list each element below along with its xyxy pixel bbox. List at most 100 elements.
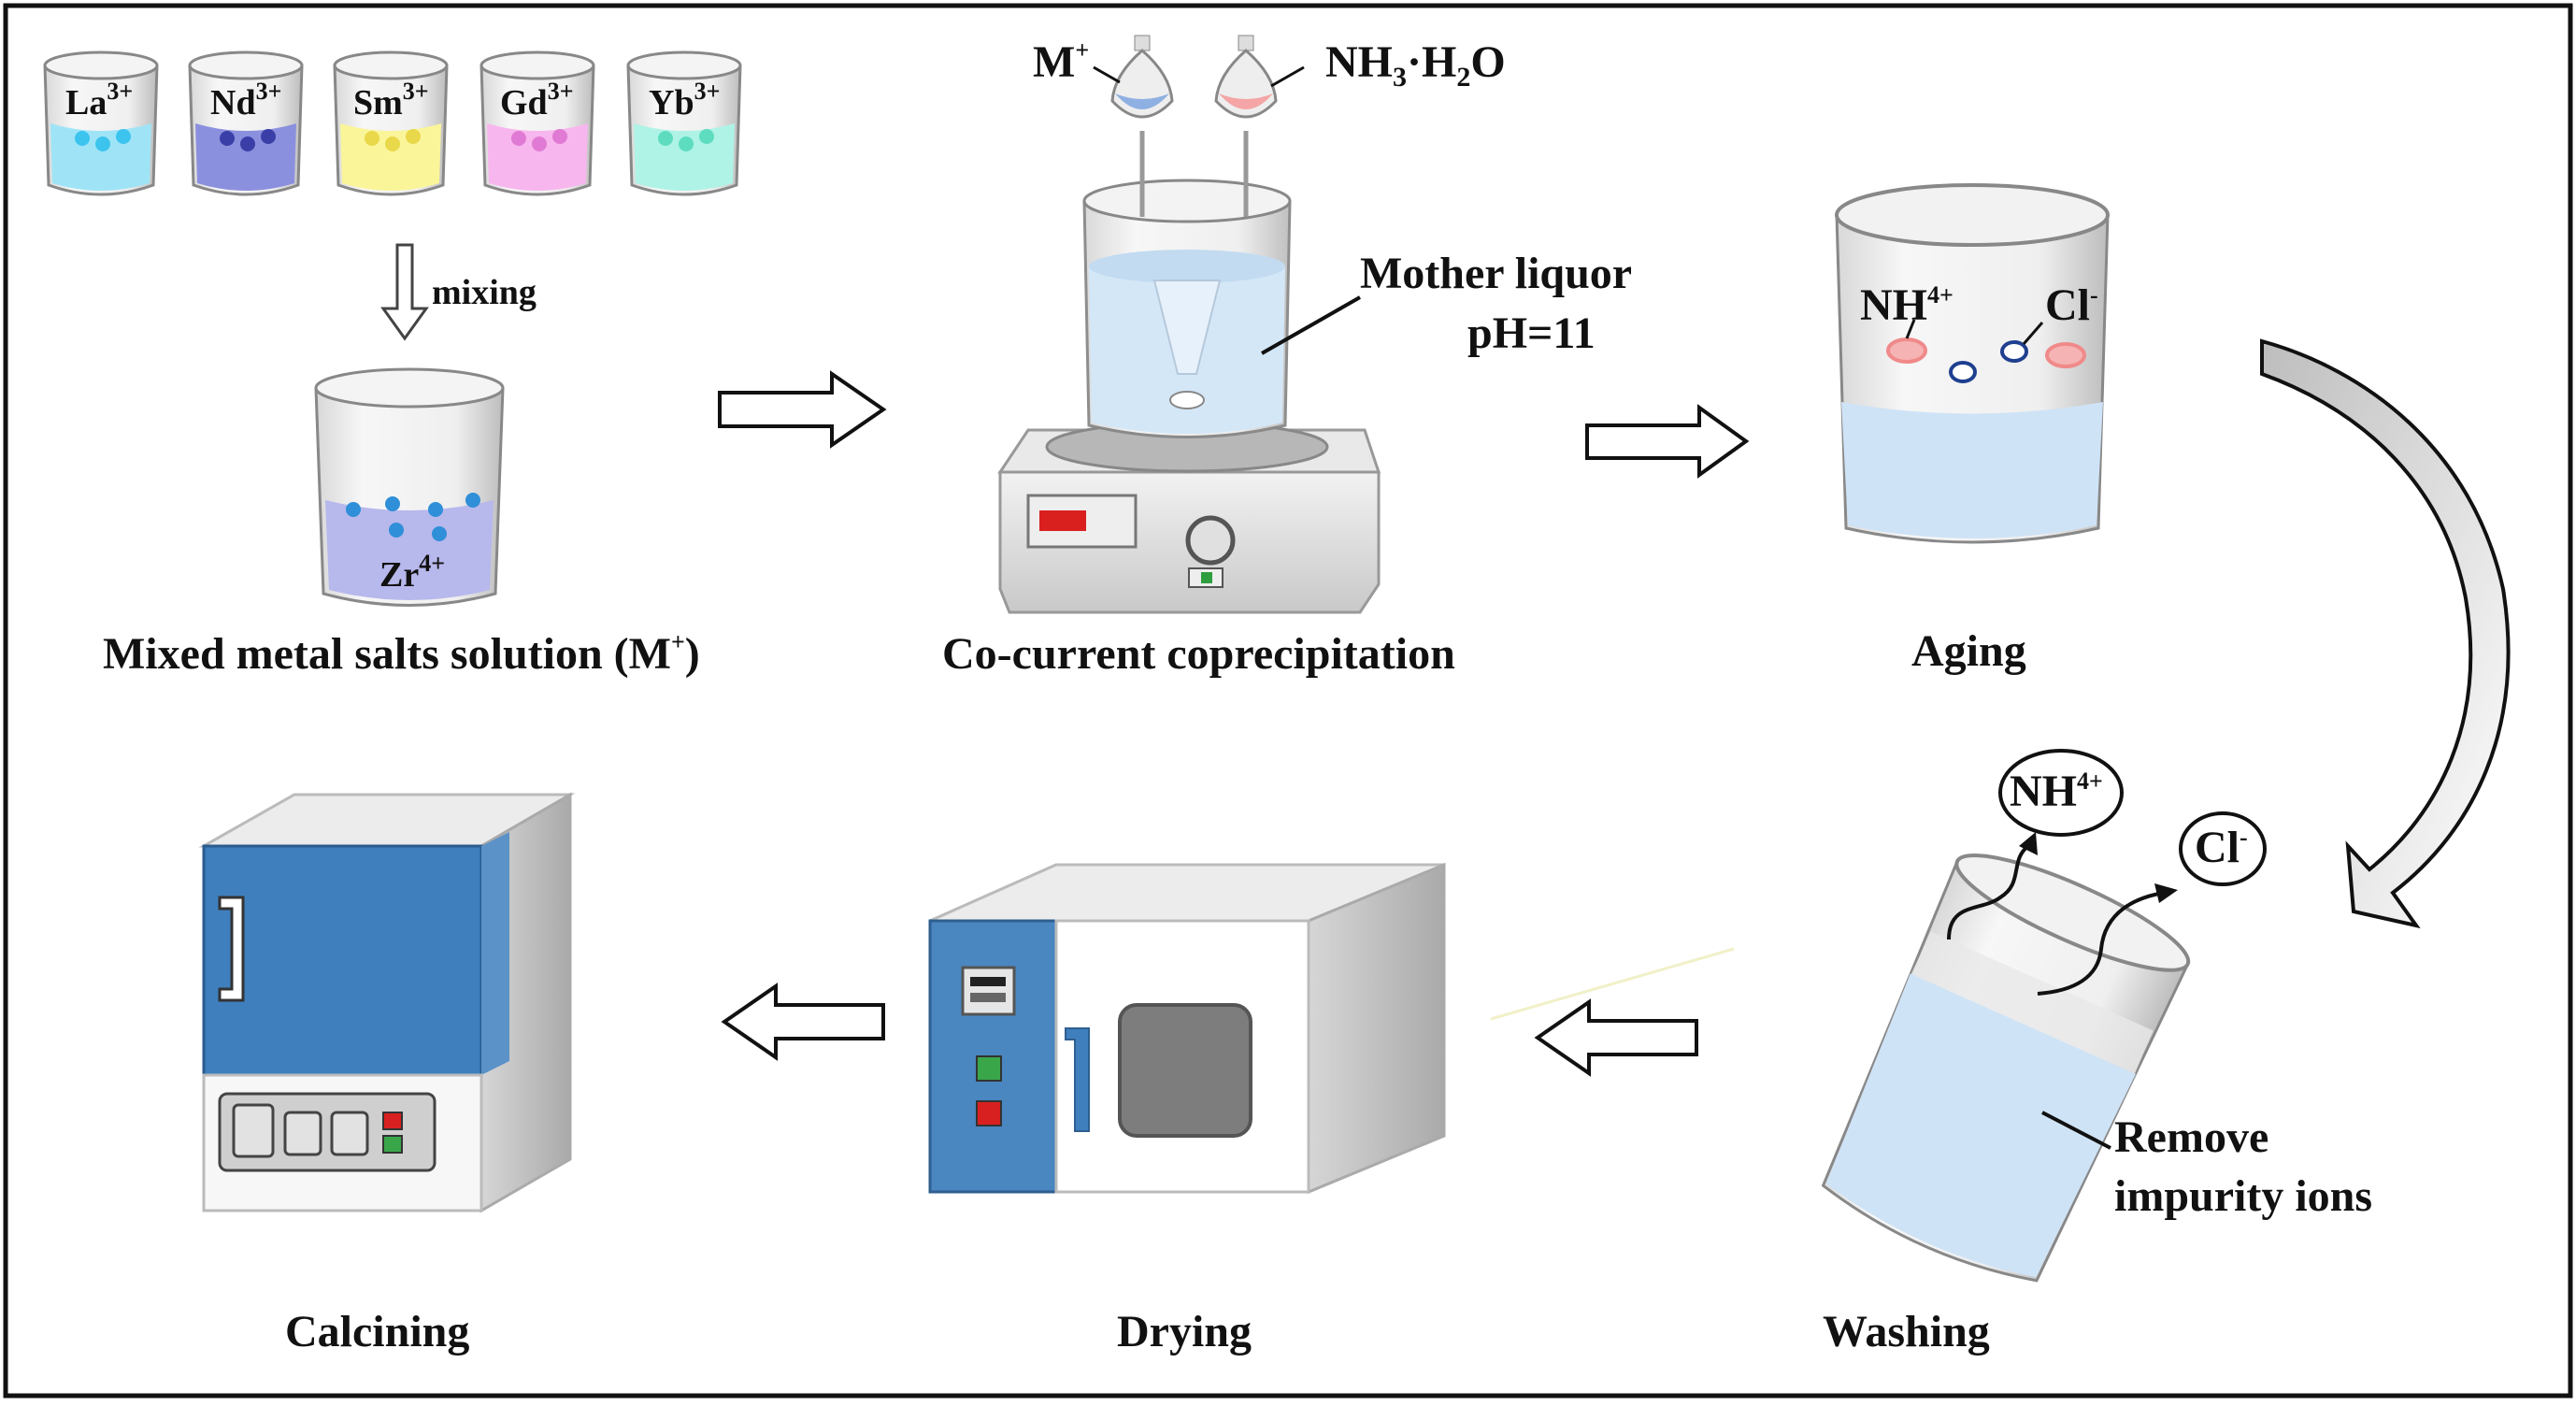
anion-ring: [2000, 340, 2028, 363]
ion-dot: [385, 136, 400, 151]
ion-dot: [532, 136, 547, 151]
furnace-red-button: [382, 1112, 403, 1130]
ion-beakers: La3+ Nd3+ Sm3+ Gd3+: [43, 50, 742, 196]
oven-handle: [1065, 1027, 1090, 1132]
funnel-nh3-label: NH3·H2O: [1325, 37, 1506, 93]
anion-ring: [1949, 361, 1977, 383]
mixing-label: mixing: [432, 273, 537, 312]
caption-coprecipitation: Co-current coprecipitation: [942, 629, 1455, 679]
arrow-to-coprecipitation: [718, 370, 887, 449]
beaker-sm: Sm3+: [333, 50, 449, 196]
washing-cation-label: NH4+: [2010, 767, 2103, 816]
ion-dot: [240, 136, 255, 151]
ion-dot: [658, 131, 673, 146]
mixed-charge: 4+: [419, 550, 445, 577]
solution-nd: [195, 123, 296, 191]
ion-dot: [95, 136, 110, 151]
beaker-sm-charge: 3+: [403, 78, 429, 105]
arrow-to-drying: [1534, 998, 1698, 1077]
ion-dot: [679, 136, 694, 151]
caption-aging: Aging: [1911, 626, 2026, 676]
washing-solution: [1825, 973, 2136, 1278]
beaker-la-ion: La: [65, 83, 107, 122]
stirrer-knob: [1185, 515, 1236, 566]
beaker-yb: Yb3+: [626, 50, 742, 196]
furnace-handle: [218, 896, 245, 1002]
washing-anion-label: Cl-: [2195, 823, 2248, 872]
release-arrow-anion: [2037, 891, 2165, 996]
coprecipitation-apparatus: [997, 35, 1381, 614]
aging-beaker: [1835, 183, 2110, 544]
beaker-gd-ion: Gd: [500, 83, 548, 122]
beaker-nd-charge: 3+: [256, 78, 282, 105]
beaker-la-charge: 3+: [107, 78, 133, 105]
funnel-nh3: [1214, 35, 1278, 217]
solution-gd: [487, 123, 588, 191]
oven-red-button: [976, 1100, 1002, 1126]
ion-dot: [385, 496, 400, 511]
oven-window: [1118, 1003, 1252, 1138]
beaker-nd-ion: Nd: [210, 83, 256, 122]
oven-display: [961, 966, 1016, 1016]
svg-text:Yb3+: Yb3+: [649, 78, 720, 122]
beaker-yb-ion: Yb: [649, 83, 694, 122]
calcining-furnace: [198, 792, 576, 1213]
mixed-solution: [325, 500, 494, 600]
furnace-door: [202, 844, 483, 1077]
aging-solution: [1841, 402, 2103, 538]
oven-green-button: [976, 1055, 1002, 1082]
funnel-m-label: M+: [1033, 36, 1089, 87]
beaker-nd: Nd3+: [188, 50, 304, 196]
caption-drying: Drying: [1117, 1307, 1252, 1356]
ion-dot: [432, 526, 447, 541]
mixed-ion: Zr: [379, 555, 419, 595]
release-arrow-cation: [1947, 844, 2030, 940]
svg-text:La3+: La3+: [65, 78, 133, 122]
funnel-m: [1110, 35, 1174, 217]
mother-liquor-label: Mother liquor: [1360, 249, 1632, 298]
ion-dot: [389, 523, 404, 538]
svg-text:Nd3+: Nd3+: [210, 78, 281, 122]
beaker-la: La3+: [43, 50, 159, 196]
ion-dot: [220, 131, 235, 146]
ion-dot: [116, 129, 131, 144]
arrow-to-aging: [1585, 404, 1750, 479]
beaker-yb-charge: 3+: [694, 78, 721, 105]
aging-anion-label: Cl-: [2045, 280, 2098, 330]
ph-label: pH=11: [1467, 308, 1596, 358]
ion-dot: [346, 502, 361, 517]
solution-yb: [634, 123, 735, 191]
svg-text:Sm3+: Sm3+: [353, 78, 429, 122]
ion-dot: [406, 129, 421, 144]
curved-arrow-to-washing: [2260, 338, 2511, 929]
remove-label-line1: Remove: [2114, 1112, 2268, 1162]
mixed-beaker: Zr4+: [314, 367, 505, 607]
ion-dot: [552, 129, 567, 144]
caption-mixed-solution: Mixed metal salts solution (M+): [103, 628, 700, 679]
beaker-gd-charge: 3+: [548, 78, 574, 105]
solution-sm: [340, 123, 441, 191]
mixing-arrow: mixing: [380, 243, 537, 341]
arrow-to-calcining: [721, 983, 885, 1061]
remove-label-line2: impurity ions: [2114, 1171, 2372, 1221]
svg-text:Zr4+: Zr4+: [379, 550, 445, 595]
ion-dot: [699, 129, 714, 144]
washing-anion-bubble: [2179, 811, 2267, 886]
caption-washing: Washing: [1823, 1307, 1990, 1356]
ion-dot: [428, 502, 443, 517]
aging-cation-label: NH4+: [1860, 280, 1953, 330]
washing-cation-bubble: [1998, 749, 2124, 837]
ion-dot: [261, 129, 276, 144]
furnace-green-button: [382, 1135, 403, 1154]
cation-ring: [2045, 342, 2086, 368]
ion-dot: [511, 131, 526, 146]
svg-text:Gd3+: Gd3+: [500, 78, 574, 122]
cation-ring: [1886, 337, 1927, 364]
ion-dot: [465, 493, 480, 508]
caption-calcining: Calcining: [285, 1307, 469, 1356]
solution-la: [50, 123, 151, 191]
beaker-sm-ion: Sm: [353, 83, 403, 122]
drying-oven: [928, 862, 1446, 1195]
ion-dot: [365, 131, 379, 146]
